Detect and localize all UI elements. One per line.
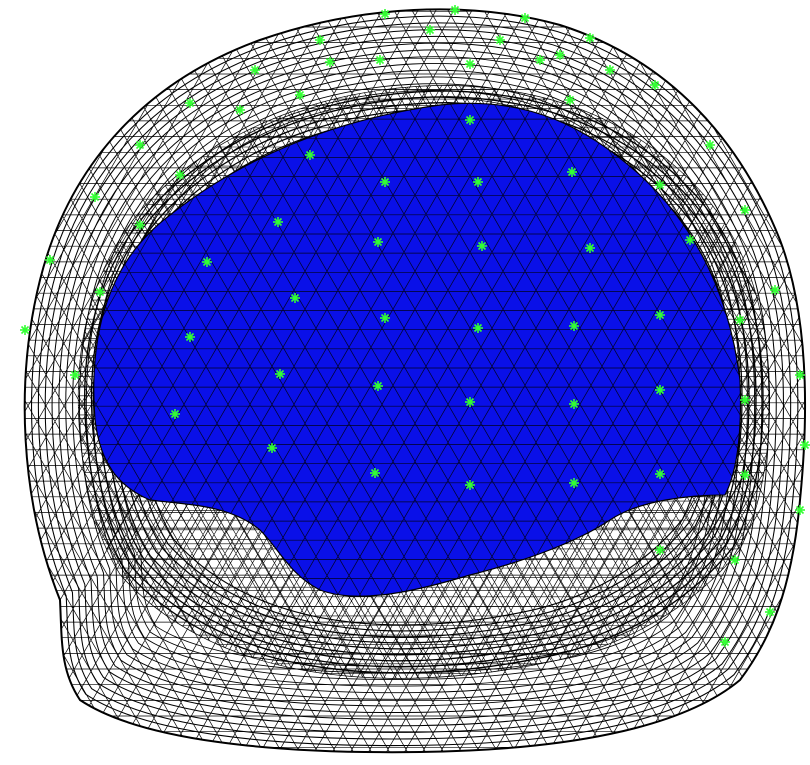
- sensor-marker-icon: [315, 35, 325, 45]
- sensor-marker-icon: [655, 545, 665, 555]
- sensor-marker-icon: [605, 65, 615, 75]
- sensor-marker-icon: [795, 505, 805, 515]
- sensor-marker-icon: [202, 257, 212, 267]
- sensor-marker-icon: [275, 369, 285, 379]
- sensor-marker-icon: [655, 310, 665, 320]
- sensor-marker-icon: [370, 468, 380, 478]
- sensor-marker-icon: [90, 192, 100, 202]
- sensor-marker-icon: [495, 35, 505, 45]
- sensor-marker-icon: [70, 370, 80, 380]
- sensor-marker-icon: [770, 285, 780, 295]
- sensor-marker-icon: [295, 90, 305, 100]
- sensor-marker-icon: [95, 287, 105, 297]
- sensor-marker-icon: [569, 399, 579, 409]
- sensor-marker-icon: [425, 25, 435, 35]
- sensor-marker-icon: [569, 478, 579, 488]
- sensor-marker-icon: [273, 217, 283, 227]
- sensor-marker-icon: [185, 98, 195, 108]
- sensor-marker-icon: [473, 323, 483, 333]
- sensor-marker-icon: [450, 5, 460, 15]
- sensor-marker-icon: [477, 241, 487, 251]
- sensor-marker-icon: [135, 220, 145, 230]
- sensor-marker-icon: [235, 105, 245, 115]
- sensor-marker-icon: [373, 237, 383, 247]
- sensor-marker-icon: [267, 443, 277, 453]
- sensor-marker-icon: [380, 313, 390, 323]
- sensor-marker-icon: [567, 167, 577, 177]
- sensor-marker-icon: [800, 440, 810, 450]
- sensor-marker-icon: [730, 555, 740, 565]
- sensor-markers: [20, 5, 810, 647]
- sensor-marker-icon: [520, 13, 530, 23]
- sensor-marker-icon: [555, 50, 565, 60]
- sensor-marker-icon: [170, 409, 180, 419]
- sensor-marker-icon: [585, 243, 595, 253]
- sensor-marker-icon: [175, 170, 185, 180]
- sensor-marker-icon: [373, 381, 383, 391]
- sensor-marker-icon: [380, 177, 390, 187]
- sensor-marker-icon: [735, 315, 745, 325]
- sensor-marker-icon: [650, 80, 660, 90]
- sensor-marker-icon: [465, 480, 475, 490]
- sensor-marker-icon: [465, 115, 475, 125]
- sensor-marker-icon: [135, 140, 145, 150]
- sensor-marker-icon: [740, 470, 750, 480]
- sensor-marker-icon: [705, 140, 715, 150]
- sensor-marker-icon: [325, 57, 335, 67]
- sensor-marker-icon: [740, 205, 750, 215]
- sensor-marker-icon: [740, 395, 750, 405]
- sensor-marker-icon: [20, 325, 30, 335]
- sensor-marker-icon: [765, 607, 775, 617]
- sensor-marker-icon: [655, 469, 665, 479]
- sensor-marker-icon: [795, 370, 805, 380]
- sensor-marker-icon: [655, 180, 665, 190]
- sensor-marker-icon: [585, 33, 595, 43]
- sensor-marker-icon: [380, 9, 390, 19]
- sensor-marker-icon: [720, 637, 730, 647]
- sensor-marker-icon: [305, 150, 315, 160]
- sensor-marker-icon: [569, 321, 579, 331]
- sensor-marker-icon: [375, 55, 385, 65]
- cortex-surface: [93, 102, 742, 597]
- sensor-marker-icon: [465, 59, 475, 69]
- sensor-marker-icon: [535, 55, 545, 65]
- sensor-marker-icon: [250, 65, 260, 75]
- sensor-marker-icon: [45, 255, 55, 265]
- sensor-marker-icon: [473, 177, 483, 187]
- sensor-marker-icon: [685, 235, 695, 245]
- sensor-marker-icon: [290, 293, 300, 303]
- sensor-marker-icon: [655, 385, 665, 395]
- sensor-marker-icon: [185, 332, 195, 342]
- sensor-marker-icon: [465, 397, 475, 407]
- sensor-marker-icon: [565, 95, 575, 105]
